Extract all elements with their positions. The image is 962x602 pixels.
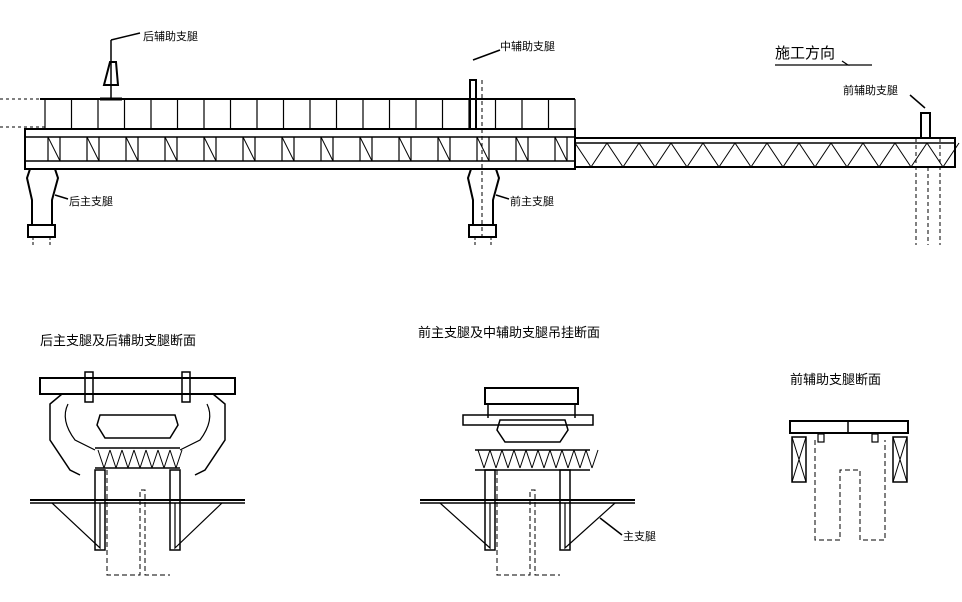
upper-frame-posts: [44, 99, 576, 129]
section2-truss: [477, 449, 599, 469]
label-front-aux-leg: 前辅助支腿: [843, 83, 898, 97]
label-rear-main-leg: 后主支腿: [69, 195, 113, 208]
label-main-leg: 主支腿: [623, 530, 656, 543]
mid-aux-leg: [469, 49, 501, 240]
elevation-view: 后辅助支腿 中辅助支腿 前辅助支腿 后主支腿 前主支腿 施工方向: [0, 29, 960, 245]
front-main-leg: [466, 168, 510, 245]
rear-aux-leg: [100, 32, 141, 101]
main-girder: [24, 128, 576, 170]
section-front-main-leg: 前主支腿及中辅助支腿吊挂断面 主支腿: [418, 325, 656, 576]
section1-truss: [97, 449, 183, 469]
label-mid-aux-leg: 中辅助支腿: [500, 39, 555, 53]
front-nose-truss: [574, 137, 956, 168]
rear-main-leg: [25, 168, 69, 245]
section-title-rear: 后主支腿及后辅助支腿断面: [40, 334, 196, 349]
section-title-front-aux: 前辅助支腿断面: [790, 372, 881, 388]
section-title-front: 前主支腿及中辅助支腿吊挂断面: [418, 325, 600, 341]
nose-truss-members: [574, 142, 960, 168]
section-rear-main-leg: 后主支腿及后辅助支腿断面: [30, 334, 245, 576]
label-direction: 施工方向: [775, 44, 835, 62]
label-front-main-leg: 前主支腿: [510, 194, 554, 208]
girder-panels: [47, 136, 568, 162]
label-rear-aux-leg: 后辅助支腿: [143, 29, 198, 43]
section-front-aux-leg: 前辅助支腿断面: [789, 372, 909, 541]
direction-arrow: 施工方向: [775, 44, 872, 66]
front-aux-leg: [909, 94, 941, 245]
